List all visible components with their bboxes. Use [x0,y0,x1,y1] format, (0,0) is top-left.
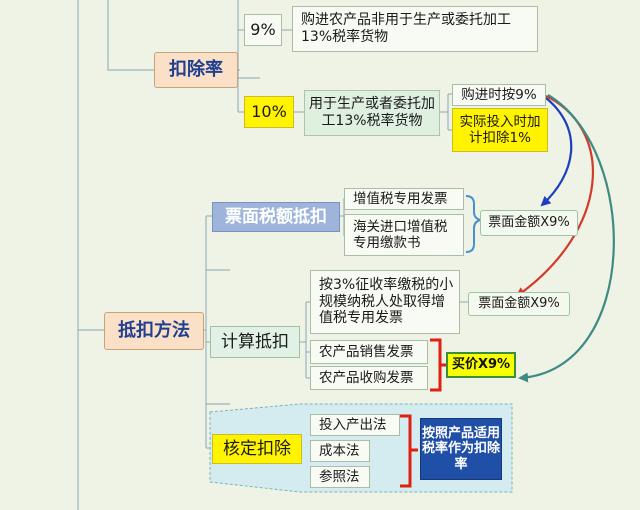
customs-payment-note-node[interactable]: 海关进口增值税专用缴款书 [344,214,464,256]
deduction-method-node[interactable]: 抵扣方法 [104,312,204,350]
input-output-method-node[interactable]: 投入产出法 [310,414,400,436]
small-scale-result-node[interactable]: 票面金额X9% [468,292,570,316]
small-scale-invoice-node[interactable]: 按3%征收率缴税的小规模纳税人处取得增值税专用发票 [310,270,460,334]
calculated-deduction-node[interactable]: 计算抵扣 [210,326,300,358]
ticket-result-node[interactable]: 票面金额X9% [480,210,578,236]
rate-9-description[interactable]: 购进农产品非用于生产或委托加工13%税率货物 [292,6,538,52]
rate-10-description[interactable]: 用于生产或者委托加工13%税率货物 [304,90,440,136]
purchase-price-result-node[interactable]: 买价X9% [446,352,516,378]
agri-purchase-invoice-node[interactable]: 农产品收购发票 [310,366,428,390]
cost-method-node[interactable]: 成本法 [310,440,370,462]
agri-sales-invoice-node[interactable]: 农产品销售发票 [310,340,428,364]
calc-bracket [430,338,446,392]
approved-bracket [400,414,418,488]
approved-deduction-node[interactable]: 核定扣除 [212,434,302,464]
arrow-blue [540,97,573,207]
rate-9-node[interactable]: 9% [244,14,282,46]
ticket-deduction-node[interactable]: 票面税额抵扣 [212,202,340,232]
ticket-bracket [465,195,484,253]
reference-method-node[interactable]: 参照法 [310,466,370,488]
arrow-green [518,94,615,383]
vat-special-invoice-node[interactable]: 增值税专用发票 [344,188,464,210]
deduction-rate-node[interactable]: 扣除率 [154,52,238,88]
approved-result-node[interactable]: 按照产品适用税率作为扣除率 [420,418,502,480]
use-extra-deduction-node[interactable]: 实际投入时加计扣除1% [452,108,548,152]
rate-10-node[interactable]: 10% [244,96,294,128]
purchase-rate-node[interactable]: 购进时按9% [452,84,546,106]
